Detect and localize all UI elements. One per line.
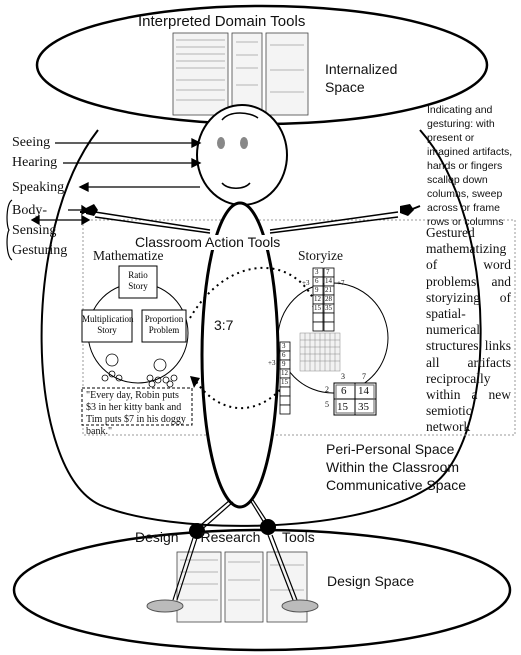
dotted-arrow-to-storyize — [189, 267, 319, 319]
design-research-thumbnails — [176, 551, 308, 623]
ratio-top-0: 3 — [341, 372, 345, 381]
ratio-top-1: 7 — [362, 372, 366, 381]
ratio-cell-0: 6 — [341, 385, 347, 397]
ratio-cell-2: 15 — [337, 401, 348, 413]
ratio-side-1: 5 — [325, 400, 329, 409]
domain-tools-thumbnails — [172, 32, 309, 116]
right-eye — [240, 137, 248, 149]
multiplication-story-label: Multiplication Story — [82, 314, 134, 335]
right-foot — [281, 599, 319, 613]
quote-box — [81, 387, 193, 426]
left-knee — [189, 523, 205, 539]
strip-a-3: 12 — [314, 295, 321, 303]
storyize-ratio-grid — [333, 382, 377, 416]
sense-hearing: Hearing — [12, 155, 58, 170]
left-strip-0: 3 — [282, 342, 286, 350]
right-hand-icon — [400, 204, 421, 216]
dotted-arrow-to-mathematize — [194, 379, 281, 409]
stick-figure-head — [196, 104, 288, 206]
strip-a-1: 6 — [315, 277, 319, 285]
storyize-title: Storyize — [298, 248, 343, 263]
design-research-tools-label: Design Research Tools — [135, 529, 315, 545]
stick-figure-body — [200, 201, 280, 509]
classroom-action-region — [82, 219, 516, 436]
smile — [221, 182, 251, 189]
strip-b-0: 7 — [326, 268, 330, 276]
right-note: Gestured mathematizing of word problems … — [426, 225, 511, 435]
interpreted-domain-tools-label: Interpreted Domain Tools — [138, 13, 306, 30]
storyize-number-strip-left — [279, 341, 291, 415]
storyize-grid — [299, 332, 341, 372]
internalized-space-label: Internalized Space — [325, 61, 398, 95]
sense-seeing: Seeing — [12, 135, 51, 150]
ratio-cell-1: 14 — [358, 385, 369, 397]
design-space-label: Design Space — [327, 573, 415, 589]
left-eye — [217, 137, 225, 149]
plus-b-label: +7 — [337, 279, 345, 287]
peri-personal-label: Peri-Personal Space Within the Classroom… — [326, 441, 467, 493]
body-sensing-brace — [6, 199, 13, 261]
left-strip-2: 9 — [282, 360, 286, 368]
sense-speaking: Speaking — [12, 180, 65, 195]
ratio-story-label: Ratio Story — [128, 270, 148, 291]
children-icons — [101, 353, 178, 388]
multiplication-story-box — [81, 309, 133, 343]
storyize-number-strip-top — [312, 267, 335, 332]
right-knee — [260, 519, 276, 535]
center-ratio: 3:7 — [214, 317, 234, 333]
proportion-problem-label: Proportion Problem — [144, 314, 184, 335]
classroom-action-tools-label: Classroom Action Tools — [135, 234, 281, 251]
sense-gesturing: Gesturing — [12, 243, 68, 258]
strip-b-3: 28 — [325, 295, 332, 303]
strip-a-2: 9 — [315, 286, 319, 294]
gesture-note: Indicating and gesturing: with present o… — [427, 104, 513, 228]
sense-body: Body- — [12, 203, 47, 218]
proportion-problem-box — [141, 309, 187, 343]
left-foot — [146, 599, 184, 613]
left-strip-1: 6 — [282, 351, 286, 359]
ratio-cell-3: 35 — [358, 401, 369, 413]
peri-personal-outline — [40, 129, 482, 527]
plus-a-label: +3 — [302, 279, 310, 287]
ratio-story-box — [118, 265, 158, 299]
strip-b-1: 14 — [325, 277, 332, 285]
strip-b-2: 21 — [325, 286, 332, 294]
strip-b-4: 35 — [325, 304, 332, 312]
strip-a-4: 15 — [314, 304, 321, 312]
mathematize-title: Mathematize — [93, 248, 164, 263]
word-problem-quote: "Every day, Robin puts $3 in her kitty b… — [86, 390, 186, 437]
left-strip-3: 12 — [281, 369, 288, 377]
ratio-side-0: 2 — [325, 385, 329, 394]
sense-sensing: Sensing — [12, 223, 57, 238]
left-plus-label: +3 — [268, 359, 276, 367]
strip-a-0: 3 — [315, 268, 319, 276]
left-strip-4: 15 — [281, 378, 288, 386]
